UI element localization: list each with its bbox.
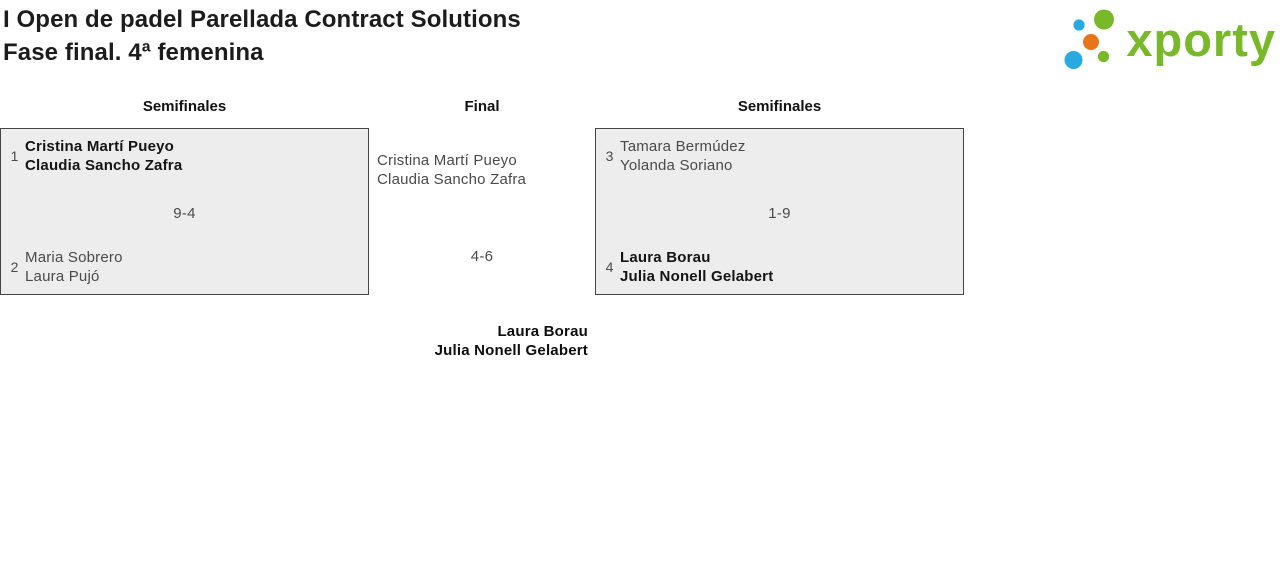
player-name: Laura Borau [620,249,711,266]
team-names-winner: Cristina Martí Pueyo Claudia Sancho Zafr… [25,137,182,175]
seed-number: 1 [10,148,19,164]
team-row: 1 Cristina Martí Pueyo Claudia Sancho Za… [1,137,368,175]
player-name: Tamara Bermúdez [620,138,746,155]
match-score: 1-9 [768,205,791,222]
xporty-logo-text: xporty [1126,13,1276,66]
player-name: Julia Nonell Gelabert [434,342,588,359]
seed-number: 3 [605,148,614,164]
team-names-winner: Laura Borau Julia Nonell Gelabert [620,248,773,286]
page-title: I Open de padel Parellada Contract Solut… [3,3,521,69]
player-name: Claudia Sancho Zafra [25,157,183,174]
xporty-dots-icon [1064,9,1115,69]
player-name: Yolanda Soriano [620,157,733,174]
player-name: Cristina Martí Pueyo [25,138,175,155]
team-row: 3 Tamara Bermúdez Yolanda Soriano [596,137,963,175]
player-name: Julia Nonell Gelabert [620,268,774,285]
player-name: Maria Sobrero [25,249,123,266]
team-names-loser: Tamara Bermúdez Yolanda Soriano [620,137,746,175]
tournament-name: I Open de padel Parellada Contract Solut… [3,6,521,33]
match-semifinal-left: 1 Cristina Martí Pueyo Claudia Sancho Za… [0,128,369,295]
seed-number: 4 [605,259,614,275]
xporty-logo[interactable]: xporty [1052,5,1276,75]
player-name: Laura Pujó [25,268,100,285]
team-names-loser: Maria Sobrero Laura Pujó [25,248,123,286]
team-row: 4 Laura Borau Julia Nonell Gelabert [596,248,963,286]
final-team-left: Cristina Martí Pueyo Claudia Sancho Zafr… [377,151,526,189]
team-row: 2 Maria Sobrero Laura Pujó [1,248,368,286]
column-header-final: Final [464,98,500,115]
player-name: Claudia Sancho Zafra [377,171,527,188]
player-name: Laura Borau [497,323,588,340]
column-header-semifinals-left: Semifinales [142,98,227,115]
match-semifinal-right: 3 Tamara Bermúdez Yolanda Soriano 1-9 4 … [595,128,964,295]
final-score: 4-6 [470,248,494,265]
column-header-semifinals-right: Semifinales [737,98,822,115]
final-winner-team: Laura Borau Julia Nonell Gelabert [369,322,588,360]
seed-number: 2 [10,259,19,275]
player-name: Cristina Martí Pueyo [377,152,517,169]
phase-category: Fase final. 4ª femenina [3,39,264,66]
match-score: 9-4 [173,205,196,222]
